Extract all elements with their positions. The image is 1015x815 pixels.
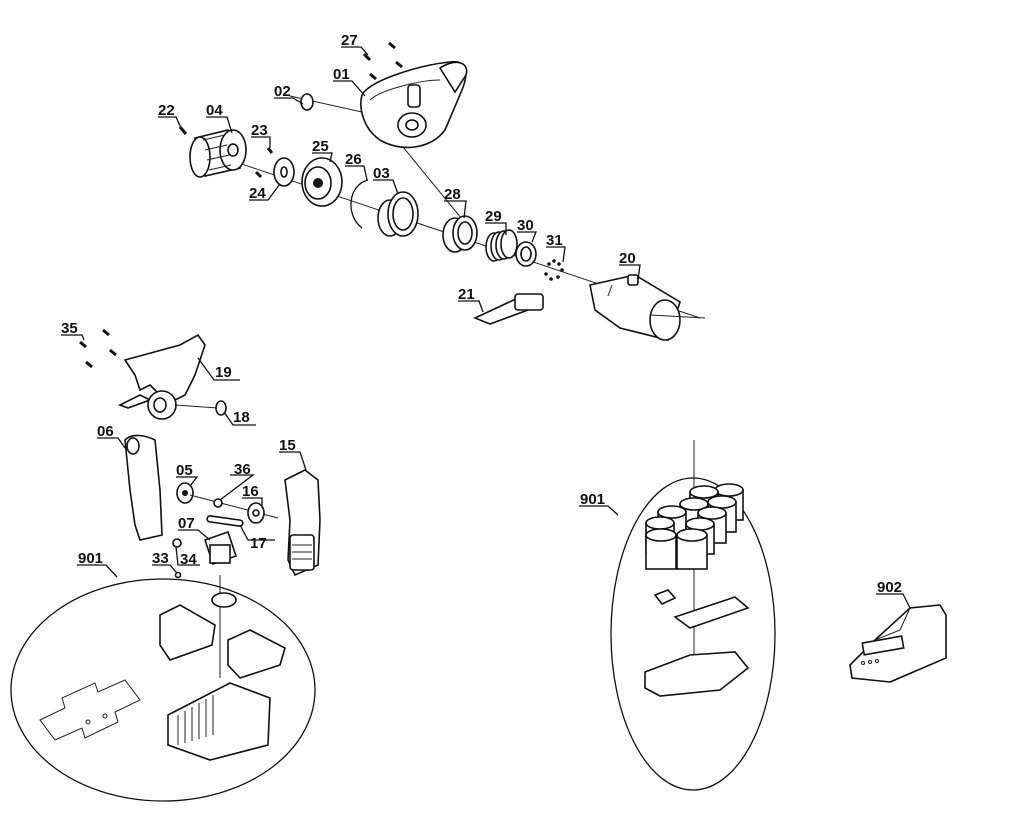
part-34-spring xyxy=(172,538,182,548)
part-19-gearbox-cover xyxy=(118,333,206,420)
label-04: 04 xyxy=(206,102,223,119)
label-26: 26 xyxy=(345,151,362,168)
assembly-axis-line xyxy=(174,404,219,409)
label-33: 33 xyxy=(152,550,169,567)
label-902: 902 xyxy=(877,579,902,596)
part-18-disc xyxy=(215,400,227,416)
battery-housing xyxy=(167,682,271,761)
label-hole xyxy=(102,713,108,719)
label-27: 27 xyxy=(341,32,358,49)
label-20: 20 xyxy=(619,250,636,267)
label-34: 34 xyxy=(180,551,197,568)
label-31: 31 xyxy=(546,232,563,249)
label-21: 21 xyxy=(458,286,475,303)
part-24-washer xyxy=(273,157,295,187)
battery-label-sheet xyxy=(39,679,141,741)
part-02-ring xyxy=(300,93,314,111)
part-03-ring-nut xyxy=(377,191,419,237)
label-01: 01 xyxy=(333,66,350,83)
battery-contact-small xyxy=(653,589,677,605)
part-23-screw xyxy=(266,147,274,154)
part-29-spring xyxy=(485,229,518,262)
part-16-fan xyxy=(247,502,265,524)
label-06: 06 xyxy=(97,423,114,440)
label-02: 02 xyxy=(274,83,291,100)
part-23-screw xyxy=(254,170,263,179)
label-03: 03 xyxy=(373,165,390,182)
battery-pack-cap xyxy=(211,592,237,608)
part-17-pin xyxy=(206,515,244,527)
part-20-motor xyxy=(589,274,706,341)
part-36-nut xyxy=(213,498,223,508)
label-16: 16 xyxy=(242,483,259,500)
battery-contact-block xyxy=(159,604,216,661)
part-35-screws xyxy=(79,328,117,369)
part-07-bracket xyxy=(203,530,238,566)
part-31-balls xyxy=(544,259,564,281)
label-30: 30 xyxy=(517,217,534,234)
battery-contact-plate xyxy=(673,596,750,629)
battery-housing-ribs xyxy=(177,695,214,745)
battery-pack-901-outline xyxy=(610,477,776,791)
part-21-switch xyxy=(472,293,544,325)
battery-cells xyxy=(645,483,744,570)
label-24: 24 xyxy=(249,185,266,202)
battery-pack-901-outline xyxy=(10,578,316,802)
label-17: 17 xyxy=(250,535,267,552)
label-15: 15 xyxy=(279,437,296,454)
part-15-handle-half xyxy=(284,469,321,577)
label-901-right: 901 xyxy=(580,491,605,508)
assembly-axis-line xyxy=(189,494,279,519)
part-27-screws xyxy=(362,41,403,81)
part-01-housing xyxy=(360,61,468,149)
part-28-bushing xyxy=(442,215,478,253)
label-29: 29 xyxy=(485,208,502,225)
label-25: 25 xyxy=(312,138,329,155)
label-35: 35 xyxy=(61,320,78,337)
label-22: 22 xyxy=(158,102,175,119)
part-05-gear xyxy=(176,482,194,504)
label-901-left: 901 xyxy=(78,550,103,567)
label-19: 19 xyxy=(215,364,232,381)
label-18: 18 xyxy=(233,409,250,426)
label-36: 36 xyxy=(234,461,251,478)
battery-base-plate xyxy=(644,651,750,697)
leader-lines xyxy=(61,46,911,609)
part-25-gear-plate xyxy=(301,157,343,207)
label-05: 05 xyxy=(176,462,193,479)
label-23: 23 xyxy=(251,122,268,139)
label-07: 07 xyxy=(178,515,195,532)
label-28: 28 xyxy=(444,186,461,203)
battery-contact-block xyxy=(227,629,286,679)
part-04-chuck xyxy=(189,129,247,178)
label-hole xyxy=(85,719,91,725)
part-902-charger xyxy=(849,604,947,683)
part-33-ball xyxy=(174,571,182,579)
part-30-washer xyxy=(515,241,537,267)
part-26-clip xyxy=(350,179,369,229)
part-06-handle-half xyxy=(124,434,163,541)
